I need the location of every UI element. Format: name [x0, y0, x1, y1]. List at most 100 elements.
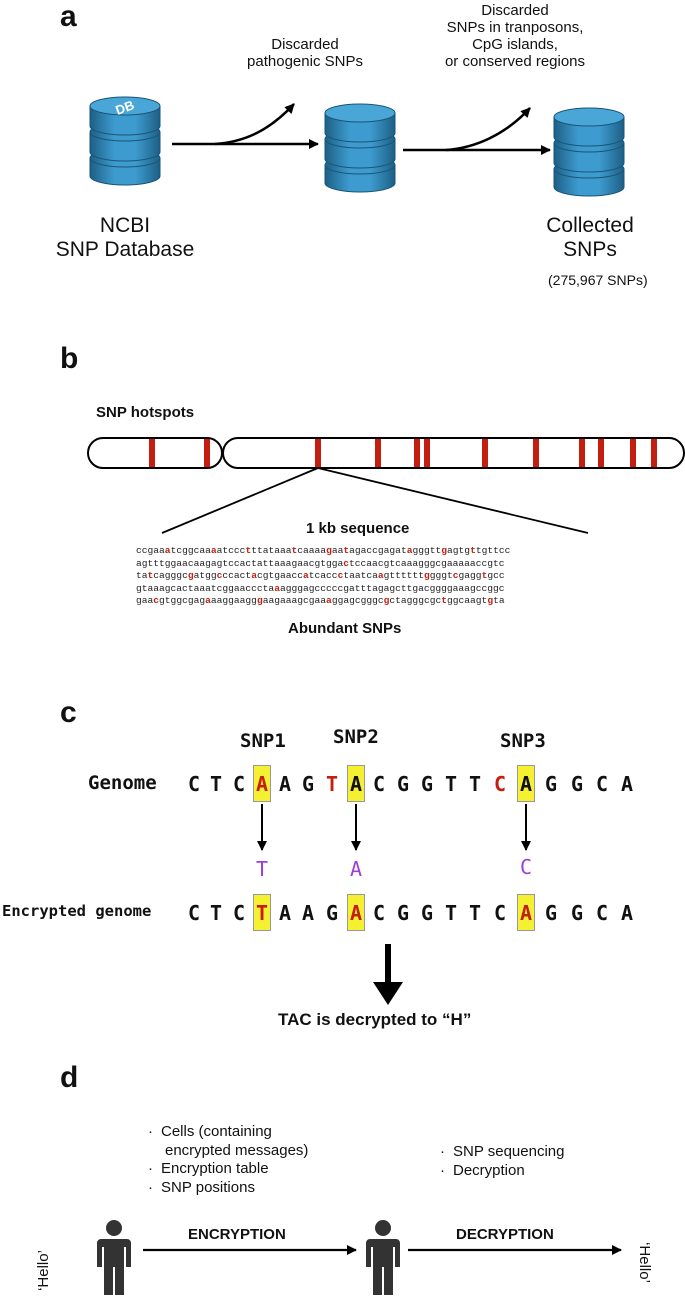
nucleotide: A: [278, 772, 292, 796]
nucleotide: T: [209, 901, 223, 925]
nucleotide: C: [372, 901, 386, 925]
nucleotide: T: [444, 772, 458, 796]
panel-label-b: b: [60, 342, 79, 375]
hotspot-band: [414, 439, 420, 467]
substitution-arrows: [257, 804, 531, 851]
database-icon-source: DB: [89, 96, 161, 186]
chromosome-diagram: [87, 437, 685, 534]
panel-label-c: c: [60, 696, 77, 729]
chromosome-arm-long: [222, 437, 685, 469]
nucleotide: A: [519, 901, 533, 925]
encryption-inputs-list: ·Cells (containing encrypted messages) ·…: [148, 1123, 308, 1197]
sequence-block: ccgaaatcggcaaaatccctttataaatcaaaagaataga…: [136, 545, 510, 608]
genome-label: Genome: [88, 772, 157, 794]
nucleotide: G: [325, 901, 339, 925]
snp2-box-encrypted: [347, 894, 365, 931]
panel-d-arrows: [143, 1245, 622, 1255]
nucleotide: A: [519, 772, 533, 796]
nucleotide: G: [396, 901, 410, 925]
nucleotide: G: [544, 901, 558, 925]
hotspot-band: [630, 439, 636, 467]
hotspot-band: [204, 439, 210, 467]
nucleotide: C: [187, 901, 201, 925]
source-db-label: NCBI SNP Database: [55, 214, 195, 261]
snp1-box-encrypted: [253, 894, 271, 931]
hotspot-band: [579, 439, 585, 467]
person-icon-receiver: [366, 1220, 400, 1295]
encryption-label: ENCRYPTION: [188, 1226, 286, 1243]
discard-label-1: Discarded pathogenic SNPs: [247, 36, 363, 70]
panel-label-d: d: [60, 1061, 79, 1094]
nucleotide: C: [372, 772, 386, 796]
nucleotide: C: [493, 901, 507, 925]
hello-right: ‘Hello’: [635, 1242, 653, 1283]
collected-count: (275,967 SNPs): [548, 272, 648, 288]
hotspot-band: [533, 439, 539, 467]
nucleotide: A: [349, 901, 363, 925]
hotspot-band: [149, 439, 155, 467]
discard-label-2: Discarded SNPs in tranposons, CpG island…: [444, 2, 586, 70]
zoom-line-left: [161, 467, 319, 534]
db-icon-text: DB: [113, 97, 136, 118]
nucleotide: A: [255, 772, 269, 796]
panel-label-a: a: [60, 0, 77, 33]
hotspot-band: [424, 439, 430, 467]
snp-hotspots-label: SNP hotspots: [96, 404, 195, 421]
snp3-box-genome: [517, 765, 535, 802]
nucleotide: T: [209, 772, 223, 796]
nucleotide: G: [420, 901, 434, 925]
nucleotide: T: [325, 772, 339, 796]
nucleotide: A: [620, 772, 634, 796]
nucleotide: C: [595, 901, 609, 925]
nucleotide: C: [493, 772, 507, 796]
nucleotide: C: [232, 772, 246, 796]
database-icon-collected: [553, 107, 625, 197]
hotspot-band: [651, 439, 657, 467]
snp2-label: SNP2: [333, 726, 379, 748]
sequence-line: tatcagggcgatggcccactacgtgaaccatcaccctaat…: [136, 570, 505, 582]
sequence-line: agtttggaacaagagtccactattaaagaacgtggactcc…: [136, 557, 505, 569]
nucleotide: T: [468, 901, 482, 925]
hotspot-band: [375, 439, 381, 467]
nucleotide: T: [468, 772, 482, 796]
decrypt-arrow: [373, 944, 403, 1005]
discard-arrow-1: [214, 103, 295, 146]
snp2-box-genome: [347, 765, 365, 802]
nucleotide: G: [570, 772, 584, 796]
nucleotide: T: [255, 901, 269, 925]
alt-base-2: A: [349, 857, 363, 881]
alt-base-3: C: [519, 855, 533, 879]
list-item: encrypted messages): [165, 1141, 309, 1159]
nucleotide: C: [187, 772, 201, 796]
nucleotide: A: [278, 901, 292, 925]
hotspot-band: [315, 439, 321, 467]
snp-hotspot-bands: [149, 439, 657, 467]
sequence-footer: Abundant SNPs: [288, 620, 402, 637]
snp1-box-genome: [253, 765, 271, 802]
sequence-line: gaacgtggcgagaaaggaagggaagaaagcgaaaggagcg…: [136, 595, 505, 607]
nucleotide: G: [396, 772, 410, 796]
zoom-line-right: [317, 467, 589, 534]
decryption-result: TAC is decrypted to “H”: [278, 1010, 472, 1029]
list-item: ·SNP sequencing: [440, 1143, 565, 1160]
hello-left: ‘Hello’: [34, 1250, 52, 1291]
nucleotide: G: [301, 772, 315, 796]
nucleotide: G: [544, 772, 558, 796]
collected-label: Collected SNPs: [546, 214, 634, 261]
sequence-title: 1 kb sequence: [306, 520, 410, 537]
nucleotide: C: [595, 772, 609, 796]
sequence-line: ccgaaatcggcaaaatccctttataaatcaaaagaataga…: [136, 545, 511, 556]
discard-arrow-2: [445, 107, 531, 152]
sequence-line: gtaaagcactaaatcggaaccctaaagggagcccccgatt…: [136, 582, 505, 594]
nucleotide: C: [232, 901, 246, 925]
nucleotide: A: [620, 901, 634, 925]
person-icon-sender: [97, 1220, 131, 1295]
snp3-label: SNP3: [500, 730, 546, 752]
hotspot-band: [482, 439, 488, 467]
list-item: ·Encryption table: [148, 1160, 269, 1177]
snp1-label: SNP1: [240, 730, 286, 752]
list-item: ·SNP positions: [148, 1178, 255, 1196]
database-icon-filtered: [324, 103, 396, 193]
nucleotide: A: [349, 772, 363, 796]
